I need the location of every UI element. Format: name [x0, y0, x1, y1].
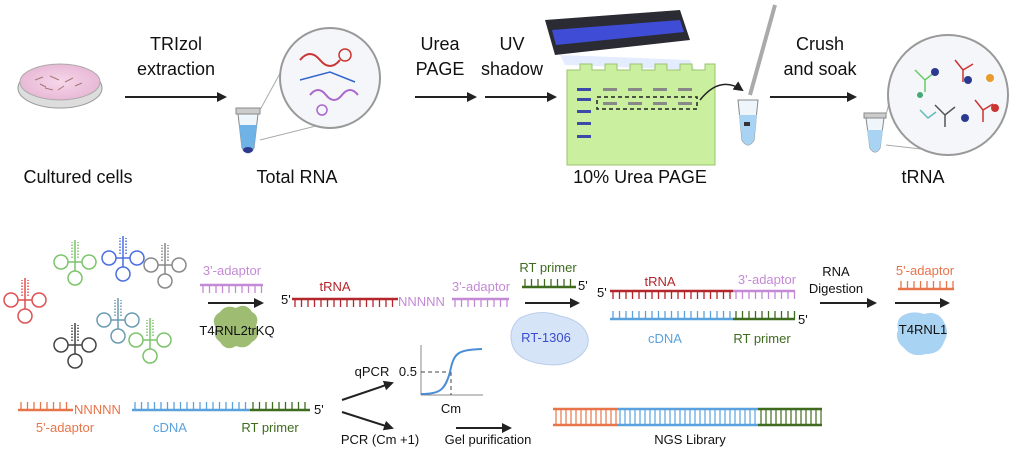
gel-purification-label: Gel purification: [445, 432, 532, 447]
rt-primer-label: RT primer: [519, 260, 577, 275]
urea-label: Urea: [420, 34, 460, 54]
and-soak-label: and soak: [783, 59, 857, 79]
digestion-label: Digestion: [809, 281, 863, 296]
adaptor3-label: 3'-adaptor: [452, 279, 511, 294]
gel-caption: 10% Urea PAGE: [573, 167, 707, 187]
page-label: PAGE: [416, 59, 465, 79]
crush-label: Crush: [796, 34, 844, 54]
five-prime-label: 5': [597, 285, 607, 300]
t4rnl1-label: T4RNL1: [899, 322, 947, 337]
total-rna-caption: Total RNA: [256, 167, 337, 187]
trna-label: tRNA: [644, 274, 675, 289]
trna-strand: [292, 297, 398, 307]
trna-cloverleaf-icon: [96, 298, 140, 344]
trna-tube-icon: [863, 112, 887, 153]
pipette-tube-icon: [737, 4, 777, 146]
extraction-label: extraction: [137, 59, 215, 79]
adaptor3-strand: [452, 297, 509, 307]
adaptor5-strand: [898, 281, 954, 291]
trna-label: tRNA: [319, 279, 350, 294]
adaptor3-strand: [200, 283, 263, 293]
trna-structures-icon: [3, 236, 187, 369]
trna-cloverleaf-icon: [128, 318, 172, 364]
duplex-strands: [610, 289, 796, 321]
qpcr-y-tick: 0.5: [399, 364, 417, 379]
gel-icon: [566, 63, 716, 166]
product-strand: [18, 402, 310, 412]
enzyme-blob-icon: [213, 305, 259, 349]
rt-enzyme-blob-icon: [510, 312, 589, 366]
five-prime-label: 5': [578, 278, 588, 293]
arrow: [341, 380, 394, 401]
trna-magnifier-icon: [887, 34, 1009, 156]
trna-cloverleaf-icon: [101, 236, 145, 282]
adaptor3-label: 3'-adaptor: [203, 263, 262, 278]
nnnnn-label: NNNNN: [398, 294, 445, 309]
tube-icon: [235, 107, 261, 154]
rt-1306-label: RT-1306: [521, 330, 571, 345]
trna-cloverleaf-icon: [53, 240, 97, 286]
pcr-label: PCR (Cm +1): [341, 432, 419, 447]
t4rnl1-blob-icon: [896, 312, 947, 356]
t4rnl2trkq-label: T4RNL2trKQ: [199, 323, 274, 338]
trizol-label: TRIzol: [150, 34, 202, 54]
rt-primer-label: RT primer: [733, 331, 791, 346]
cdna-label: cDNA: [648, 331, 682, 346]
five-prime-label: 5': [314, 402, 324, 417]
cdna-label: cDNA: [153, 420, 187, 435]
rt-primer-label: RT primer: [241, 420, 299, 435]
cultured-cells-caption: Cultured cells: [23, 167, 132, 187]
five-prime-label: 5': [798, 312, 808, 327]
qpcr-x-tick: Cm: [441, 401, 461, 416]
adaptor5-label: 5'-adaptor: [896, 263, 955, 278]
rna-label: RNA: [822, 264, 850, 279]
adaptor5-label: 5'-adaptor: [36, 420, 95, 435]
five-prime-label: 5': [281, 292, 291, 307]
uv-label: UV: [499, 34, 524, 54]
adaptor3-label: 3'-adaptor: [738, 272, 797, 287]
uv-lamp-icon: [545, 10, 695, 70]
ngs-library-label: NGS Library: [654, 432, 726, 447]
ngs-library-duplex: [553, 407, 822, 427]
qpcr-label: qPCR: [355, 364, 390, 379]
nnnnn-label: NNNNN: [74, 402, 121, 417]
trna-cloverleaf-icon: [53, 323, 97, 369]
petri-dish-icon: [17, 63, 103, 109]
trna-cloverleaf-icon: [143, 243, 187, 289]
total-rna-magnifier-icon: [279, 27, 381, 129]
arrow: [341, 411, 394, 431]
rt-primer-strand: [522, 279, 576, 289]
qpcr-curve-icon: [420, 345, 483, 396]
trna-caption: tRNA: [901, 167, 944, 187]
trna-cloverleaf-icon: [3, 278, 47, 324]
shadow-label: shadow: [481, 59, 544, 79]
